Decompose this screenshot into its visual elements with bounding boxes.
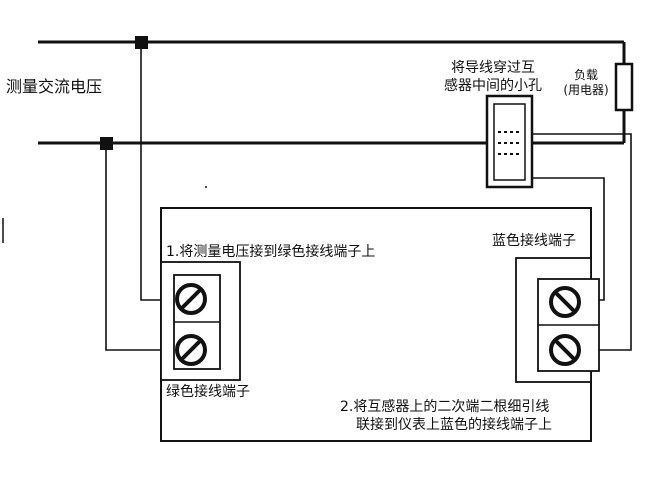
wire-junction-dot-top xyxy=(135,36,148,49)
load-label: 负载 (用电器) xyxy=(556,68,616,98)
load-label-line2: (用电器) xyxy=(563,83,609,97)
ct-lead-outer xyxy=(531,133,632,351)
blue-terminal-label: 蓝色接线端子 xyxy=(492,233,576,249)
step1-instruction: 1.将测量电压接到绿色接线端子上 xyxy=(166,244,376,260)
wire-junction-dot-bottom xyxy=(100,137,113,150)
green-terminal-label: 绿色接线端子 xyxy=(166,384,250,400)
current-transformer xyxy=(485,94,534,189)
slotted-screw-icon-green-bottom xyxy=(175,334,207,366)
slotted-screw-icon-blue-top xyxy=(549,286,581,318)
ct-lead-inner xyxy=(531,177,605,301)
ct-instruction-line2: 感器中间的小孔 xyxy=(444,77,542,94)
slotted-screw-icon-blue-bottom xyxy=(549,334,581,366)
step2-instruction: 2.将互感器上的二次端二根细引线 联接到仪表上蓝色的接线端子上 xyxy=(340,399,552,434)
measure-ac-voltage-label: 测量交流电压 xyxy=(6,77,103,96)
resistor-load-icon xyxy=(614,62,634,112)
load-label-line1: 负载 xyxy=(573,68,598,82)
blue-terminal-block xyxy=(515,257,600,383)
stray-dot xyxy=(205,186,207,188)
slotted-screw-icon-green-top xyxy=(175,283,207,315)
ct-instruction-line1: 将导线穿过互 xyxy=(451,60,535,76)
step2-line1: 2.将互感器上的二次端二根细引线 xyxy=(340,399,550,415)
step2-line2: 联接到仪表上蓝色的接线端子上 xyxy=(356,416,552,433)
ct-instruction-label: 将导线穿过互 感器中间的小孔 xyxy=(426,60,560,95)
wire-to-green-terminal-bottom xyxy=(105,150,174,351)
